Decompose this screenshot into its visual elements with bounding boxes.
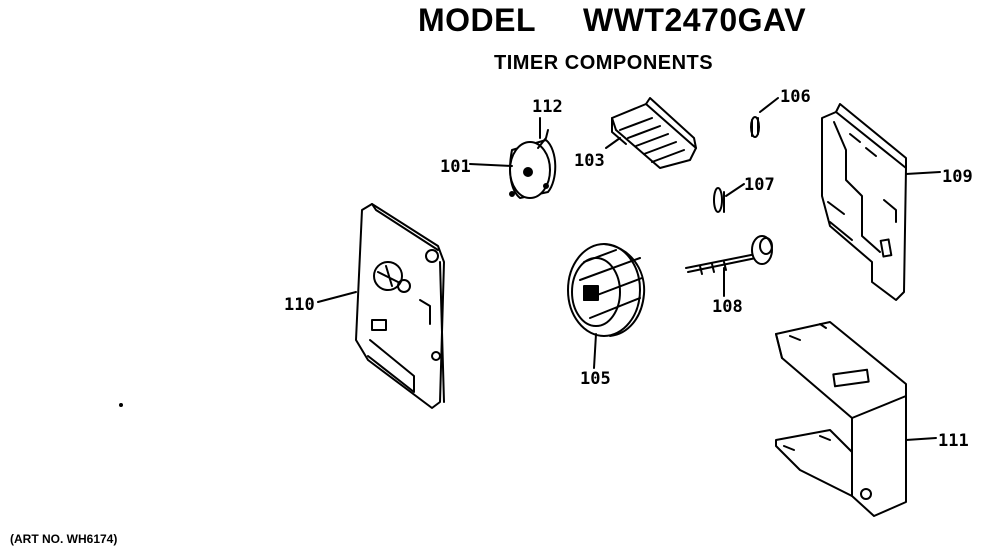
part-107-clip [713, 183, 745, 213]
part-111-cover-bracket [775, 321, 937, 517]
art-number: (ART NO. WH6174) [10, 532, 118, 546]
part-105-cam-drum [567, 243, 646, 369]
callout-109: 109 [942, 167, 973, 187]
callout-108: 108 [712, 297, 743, 317]
stray-mark [119, 403, 123, 407]
callout-107: 107 [744, 175, 775, 195]
callout-101: 101 [440, 157, 471, 177]
part-101-timer-motor [469, 117, 557, 199]
part-106-clip [750, 97, 779, 138]
callout-112: 112 [532, 97, 563, 117]
part-103-contact-block [605, 97, 697, 169]
part-109-bracket [821, 103, 941, 301]
part-110-frame-plate [317, 203, 445, 409]
callout-106: 106 [780, 87, 811, 107]
callout-103: 103 [574, 151, 605, 171]
model-number: WWT2470GAV [583, 2, 807, 38]
diagram-subtitle: TIMER COMPONENTS [494, 52, 714, 74]
callout-105: 105 [580, 369, 611, 389]
callout-110: 110 [284, 295, 315, 315]
model-label: MODEL [418, 2, 537, 38]
part-108-shaft [685, 235, 773, 297]
callout-111: 111 [938, 431, 969, 451]
